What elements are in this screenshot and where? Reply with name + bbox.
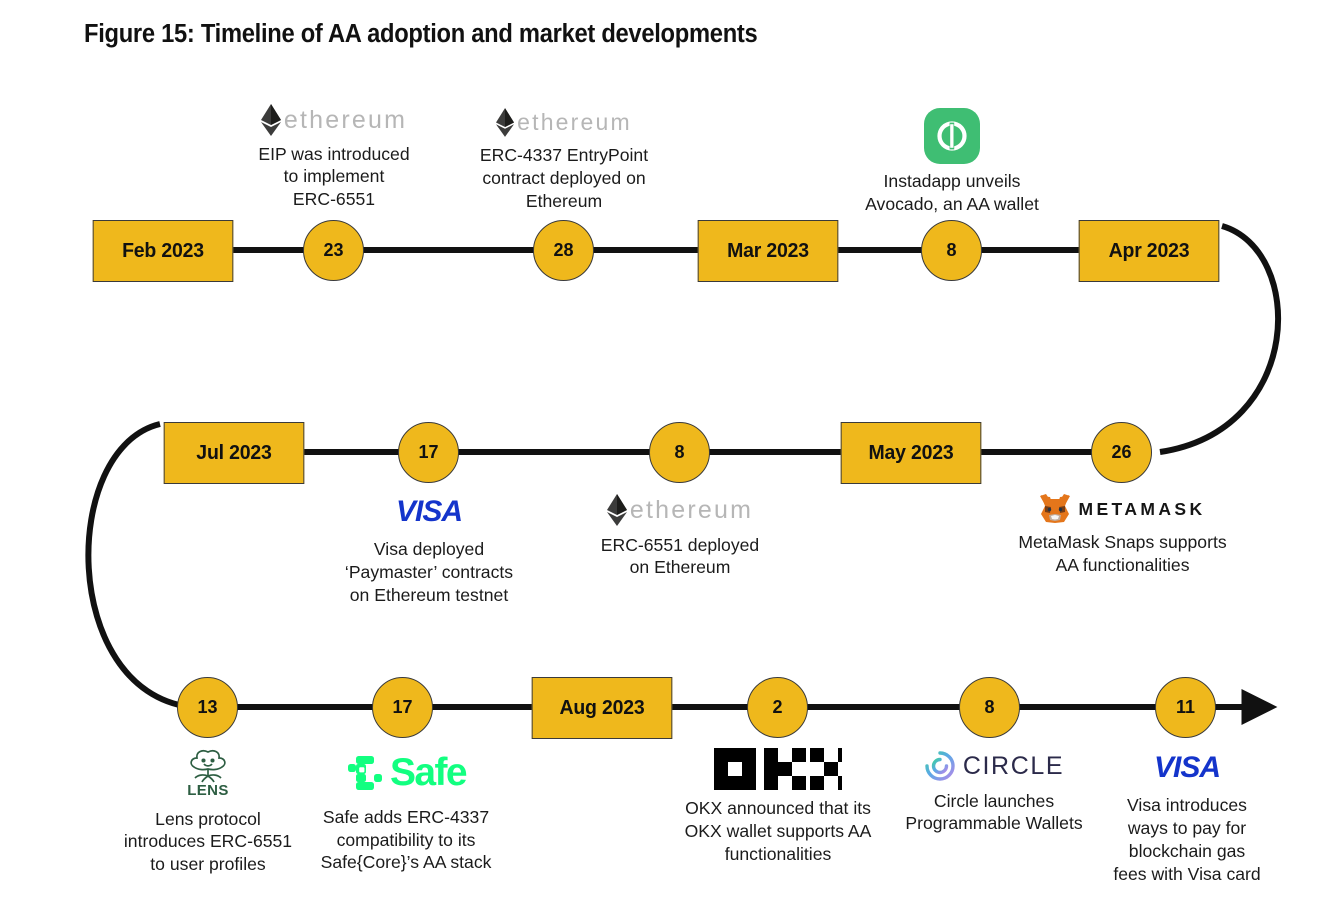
node-apr-2023[interactable]: Apr 2023	[1078, 220, 1220, 282]
ethereum-diamond-icon	[260, 104, 281, 137]
track-curve-left	[85, 421, 191, 710]
safe-mark-icon	[348, 756, 382, 791]
safe-wordmark: Safe	[390, 751, 468, 794]
node-day-26[interactable]: 26	[1091, 422, 1152, 483]
node-day-28[interactable]: 28	[533, 220, 594, 281]
metamask-wordmark: METAMASK	[1078, 498, 1206, 519]
lens-logo: LENS	[104, 748, 312, 801]
caption-text: ERC-4337 EntryPoint contract deployed on…	[479, 144, 649, 211]
caption-text: Circle launches Programmable Wallets	[905, 790, 1083, 834]
caption-erc6551-deployed: ethereum ERC-6551 deployed on Ethereum	[567, 494, 793, 579]
caption-text: Visa deployed ‘Paymaster’ contracts on E…	[344, 539, 514, 605]
node-may-2023[interactable]: May 2023	[840, 422, 982, 484]
caption-text: OKX announced that its OKX wallet suppor…	[684, 798, 872, 864]
instadapp-logo	[836, 108, 1068, 164]
ethereum-wordmark: ethereum	[629, 496, 754, 524]
ethereum-logo: ethereum	[567, 494, 793, 527]
circle-wordmark: CIRCLE	[962, 752, 1065, 780]
node-day-8-mar[interactable]: 8	[921, 220, 982, 281]
caption-text: ERC-6551 deployed on Ethereum	[600, 534, 760, 578]
safe-logo: Safe	[300, 748, 512, 799]
caption-text: MetaMask Snaps supports AA functionaliti…	[1018, 532, 1227, 575]
node-feb-2023[interactable]: Feb 2023	[92, 220, 234, 282]
caption-text: Instadapp unveils Avocado, an AA wallet	[865, 171, 1039, 214]
circle-logo: CIRCLE	[880, 750, 1108, 783]
caption-text: Lens protocol introduces ERC-6551 to use…	[123, 808, 293, 875]
node-day-23[interactable]: 23	[303, 220, 364, 281]
caption-text: EIP was introduced to implement ERC-6551	[258, 143, 410, 210]
caption-text: Safe adds ERC-4337 compatibility to its …	[320, 806, 492, 873]
ethereum-logo: ethereum	[214, 104, 454, 137]
node-aug-2023[interactable]: Aug 2023	[531, 677, 673, 739]
okx-logo	[656, 748, 900, 790]
track-curve-right	[1159, 223, 1282, 455]
ethereum-diamond-icon	[496, 108, 515, 138]
lens-flower-icon	[190, 749, 226, 783]
node-day-17-jun[interactable]: 17	[398, 422, 459, 483]
metamask-fox-icon	[1040, 494, 1071, 523]
page-title: Figure 15: Timeline of AA adoption and m…	[84, 20, 758, 48]
node-day-8-aug[interactable]: 8	[959, 677, 1020, 738]
caption-okx-wallet: OKX announced that its OKX wallet suppor…	[656, 748, 900, 866]
node-mar-2023[interactable]: Mar 2023	[697, 220, 839, 282]
okx-mark-icon	[714, 748, 842, 790]
visa-logo: VISA	[1092, 748, 1282, 787]
caption-lens-protocol: LENS Lens protocol introduces ERC-6551 t…	[104, 748, 312, 876]
node-day-13[interactable]: 13	[177, 677, 238, 738]
visa-logo: VISA	[318, 492, 540, 531]
caption-safe-erc4337: Safe Safe adds ERC-4337 compatibility to…	[300, 748, 512, 874]
caption-metamask-snaps: METAMASK MetaMask Snaps supports AA func…	[985, 494, 1260, 577]
ethereum-diamond-icon	[606, 494, 627, 527]
caption-erc4337-entrypoint: ethereum ERC-4337 EntryPoint contract de…	[443, 108, 685, 212]
visa-wordmark: VISA	[1153, 751, 1221, 784]
node-jul-2023[interactable]: Jul 2023	[163, 422, 305, 484]
circle-spiral-icon	[925, 751, 955, 781]
caption-instadapp-avocado: Instadapp unveils Avocado, an AA wallet	[836, 108, 1068, 216]
caption-visa-paymaster: VISA Visa deployed ‘Paymaster’ contracts…	[318, 492, 540, 607]
caption-circle-wallets: CIRCLE Circle launches Programmable Wall…	[880, 750, 1108, 835]
caption-visa-gas-fees: VISA Visa introduces ways to pay for blo…	[1092, 748, 1282, 885]
visa-wordmark: VISA	[395, 495, 463, 528]
ethereum-logo: ethereum	[443, 108, 685, 138]
instadapp-mark-icon	[924, 108, 980, 164]
ethereum-wordmark: ethereum	[517, 109, 632, 135]
ethereum-wordmark: ethereum	[283, 106, 408, 134]
lens-wordmark: LENS	[187, 782, 229, 799]
metamask-logo: METAMASK	[985, 494, 1260, 524]
caption-eip-6551: ethereum EIP was introduced to implement…	[214, 104, 454, 211]
caption-text: Visa introduces ways to pay for blockcha…	[1113, 795, 1261, 884]
node-day-17-jul[interactable]: 17	[372, 677, 433, 738]
node-day-11[interactable]: 11	[1155, 677, 1216, 738]
node-day-8-jun[interactable]: 8	[649, 422, 710, 483]
node-day-2[interactable]: 2	[747, 677, 808, 738]
